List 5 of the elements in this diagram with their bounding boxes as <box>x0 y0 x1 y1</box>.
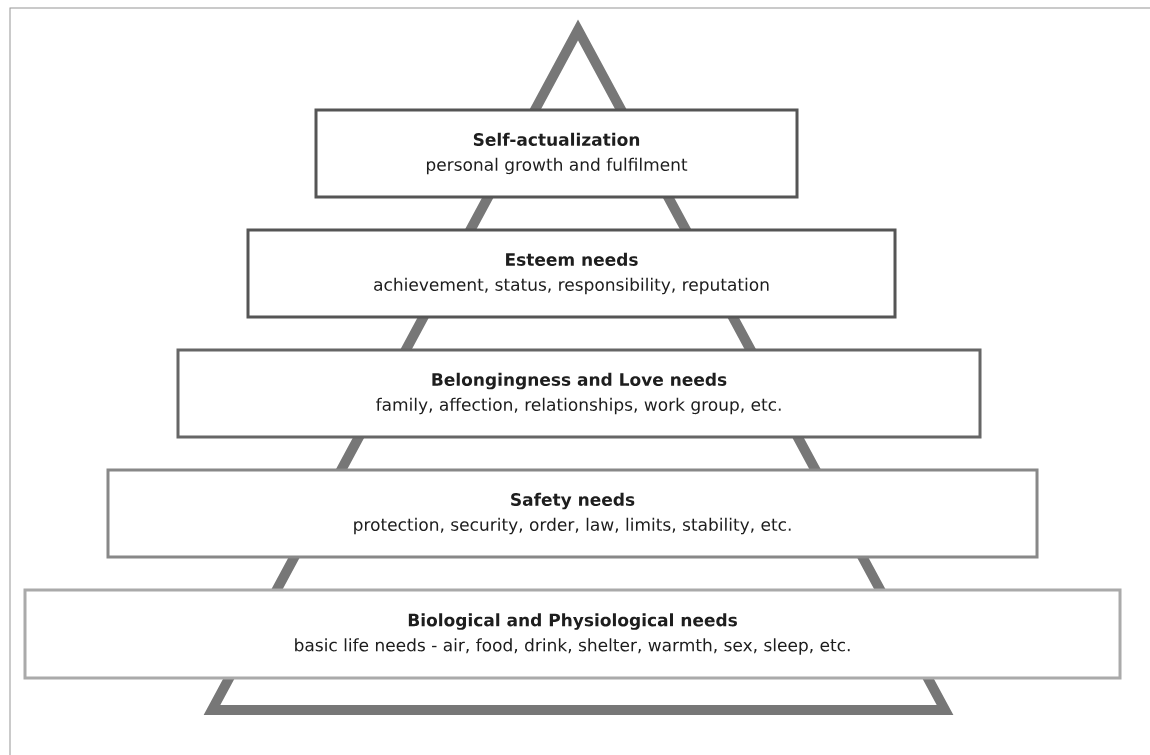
level-box: Biological and Physiological needs basic life needs - air, food, drink, shelter, warmth, sex, sleep, etc. <box>23 588 1122 680</box>
level-box: Self-actualization personal growth and fulfilment <box>314 108 799 199</box>
level-box: Esteem needs achievement, status, responsibility, reputation <box>246 228 897 319</box>
level-box: Safety needs protection, security, order, law, limits, stability, etc. <box>106 468 1039 559</box>
level-box: Belongingness and Love needs family, affection, relationships, work group, etc. <box>176 348 982 439</box>
